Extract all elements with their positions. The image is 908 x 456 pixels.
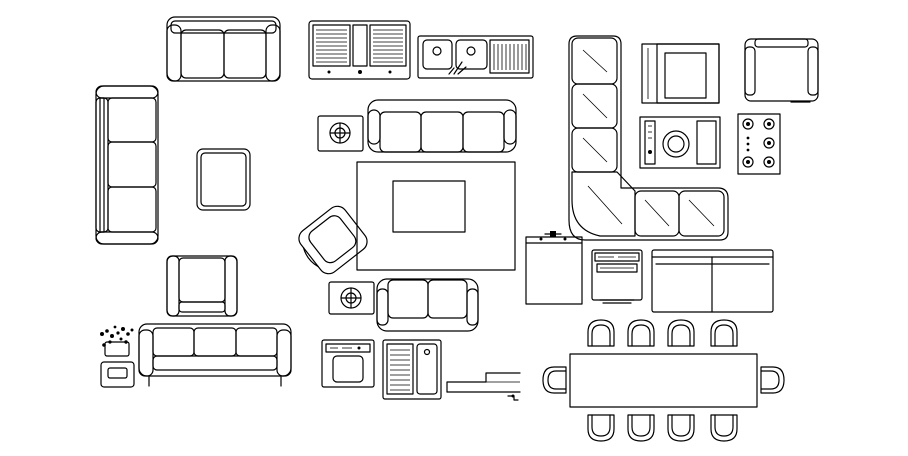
cooktop-4-burner — [737, 113, 781, 175]
washing-machine-small — [321, 339, 375, 388]
dining-table-10-chairs — [542, 319, 785, 442]
sofa-3-seat-left — [95, 85, 159, 245]
coffee-table-square — [196, 148, 251, 211]
double-sink-drainer-1 — [308, 20, 411, 80]
single-sink-drainer — [382, 339, 442, 400]
armchair-single — [166, 255, 238, 317]
oven-unit — [641, 43, 720, 104]
sofa-3-seat-center — [367, 99, 517, 153]
corner-sectional-sofa — [568, 35, 729, 241]
rug-with-table — [356, 161, 516, 271]
double-sink-drainer-2 — [417, 35, 534, 79]
lounge-chair-angled — [298, 205, 368, 275]
washer-front — [639, 116, 721, 169]
side-table-lamp-2 — [328, 281, 375, 315]
step-profile — [446, 372, 521, 401]
kitchen-counter-cabinets — [651, 249, 774, 313]
plant-stand — [100, 325, 135, 388]
side-table-lamp-1 — [317, 115, 364, 152]
sofa-2-seat-top — [166, 16, 281, 82]
sink-cabinet — [525, 231, 583, 305]
sofa-3-seat-bottom — [138, 323, 292, 387]
dishwasher — [591, 249, 643, 304]
sofa-2-seat-center — [376, 278, 479, 332]
armchair-right — [744, 38, 819, 103]
